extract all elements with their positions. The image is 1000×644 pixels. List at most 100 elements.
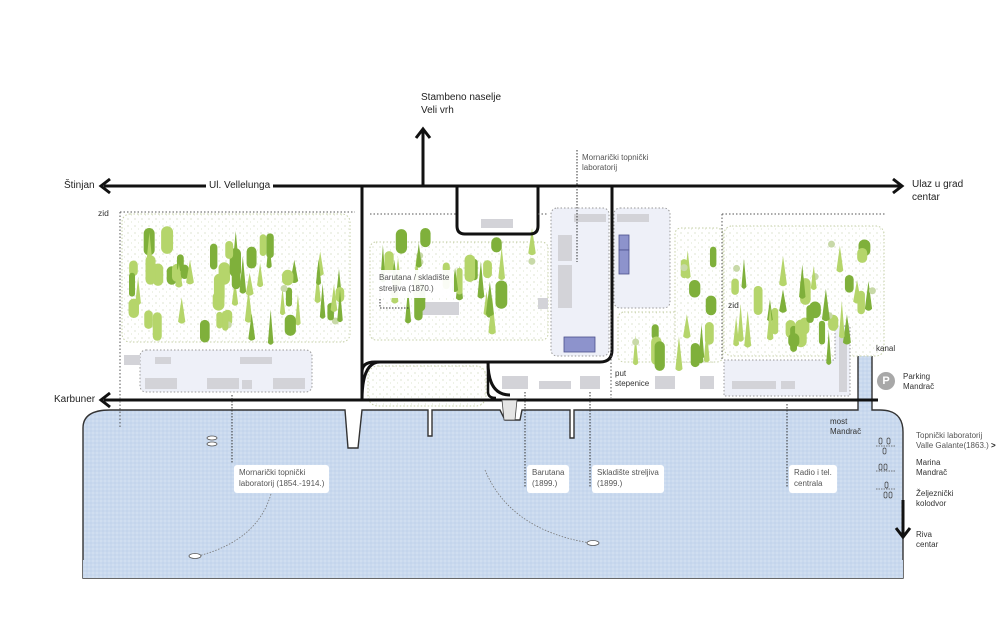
boat-icon [586,540,600,546]
dest-line1: Željeznički [916,489,954,498]
conifer-tree-icon [146,232,152,260]
road-loop-south [486,366,497,400]
conifer-tree-icon [319,283,326,319]
east-dest-valle-galante[interactable]: Topnički laboratorij Valle Galante(1863.… [916,431,996,451]
columnar-tree-icon [857,290,865,315]
shrub-icon [632,338,640,346]
callout-radio: Radio i tel. centrala [789,465,837,493]
conifer-tree-icon [737,304,744,342]
columnar-tree-icon [806,304,814,323]
conifer-tree-icon [279,287,286,316]
conifer-tree-icon [405,288,412,324]
columnar-tree-icon [705,295,717,316]
callout-line1: Radio i tel. [794,468,832,477]
shrub-icon [280,284,288,292]
parking-label: Parking Mandrač [903,372,934,392]
conifer-tree-icon [821,288,830,322]
dest-line2: kolodvor [916,499,947,508]
shrub-icon [868,287,876,295]
bridge-label: most Mandrač [830,417,861,437]
columnar-tree-icon [731,278,739,295]
columnar-tree-icon [395,229,408,254]
conifer-tree-icon [810,265,817,291]
columnar-tree-icon [690,342,700,368]
boat-icon [188,553,202,559]
marina-boats [878,437,893,499]
tunnel-entrance [501,399,518,421]
boat-icon [206,441,218,447]
conifer-tree-icon [485,281,494,317]
road-arrow-karbuner [98,391,111,409]
callout-line2: laboratorij (1854.-1914.) [239,478,325,488]
callout-line2: (1899.) [597,478,623,488]
parking-line2: Mandrač [903,382,935,391]
east-dest-marina: Marina Mandrač [916,458,947,478]
road-inner-loop-2 [360,186,614,373]
conifer-tree-icon [741,258,747,289]
east-line1: Ulaz u grad [912,179,964,190]
conifer-tree-icon [836,245,844,273]
callout-powder-1899: Barutana (1899.) [527,465,570,493]
shrub-icon [331,317,339,325]
conifer-tree-icon [684,250,691,279]
columnar-tree-icon [857,247,868,263]
columnar-tree-icon [216,311,223,329]
conifer-tree-icon [779,289,787,313]
stairs-line2: stepenice [615,379,650,388]
parking-icon: P [877,372,895,390]
dest-line1: Topnički laboratorij [916,431,983,440]
conifer-tree-icon [257,262,264,288]
lab-top-line1: Mornarički topnički [582,153,649,162]
building-zone-lab-east [613,207,671,309]
columnar-tree-icon [161,226,174,254]
trees-layer [128,226,876,372]
conifer-tree-icon [415,242,422,268]
columnar-tree-icon [414,293,423,321]
conifer-tree-icon [266,239,272,269]
conifer-tree-icon [838,300,845,339]
sea-water-bottom [83,560,903,578]
columnar-tree-icon [651,324,659,340]
columnar-tree-icon [152,312,162,341]
road-inner-top [455,186,540,236]
conifer-tree-icon [498,246,505,281]
conifer-tree-icon [733,316,740,347]
conifer-tree-icon [842,314,851,345]
columnar-tree-icon [689,279,701,298]
east-dest-railway: Željeznički kolodvor [916,489,953,509]
east-destination-label: Ulaz u grad centar [912,179,963,204]
columnar-tree-icon [753,285,763,315]
building-zone-east [723,325,851,397]
columnar-tree-icon [384,251,394,274]
callout-line2: (1899.) [532,478,558,488]
pointer-lines [231,150,788,488]
columnar-tree-icon [495,280,508,309]
conifer-tree-icon [178,297,186,324]
columnar-tree-icon [222,310,229,331]
dest-line2: Valle Galante(1863.) [916,441,989,450]
callout-line1: Barutana / skladište [379,273,450,282]
highlighted-buildings [563,234,630,353]
conifer-tree-icon [135,277,141,306]
conifer-tree-icon [231,279,239,306]
conifer-tree-icon [864,281,873,311]
riva-line1: Riva [916,530,933,539]
shrub-icon [733,264,741,272]
conifer-tree-icon [295,293,301,326]
columnar-tree-icon [213,273,225,303]
callout-powder-store-1870: Barutana / skladište streljiva (1870.) [374,270,455,298]
canal-label: kanal [876,344,896,353]
wall-label-east: zid [728,300,739,310]
walls-dotted [119,211,885,428]
conifer-tree-icon [186,259,194,285]
conifer-tree-icon [698,324,705,359]
columnar-tree-icon [285,287,293,307]
columnar-tree-icon [180,264,189,280]
conifer-tree-icon [245,272,254,296]
north-line2: Veli vrh [421,104,454,116]
shrub-icon [528,257,536,265]
stairs-line1: put [615,369,627,378]
conifer-tree-icon [248,313,256,341]
buildings [124,214,847,392]
columnar-tree-icon [129,260,138,276]
